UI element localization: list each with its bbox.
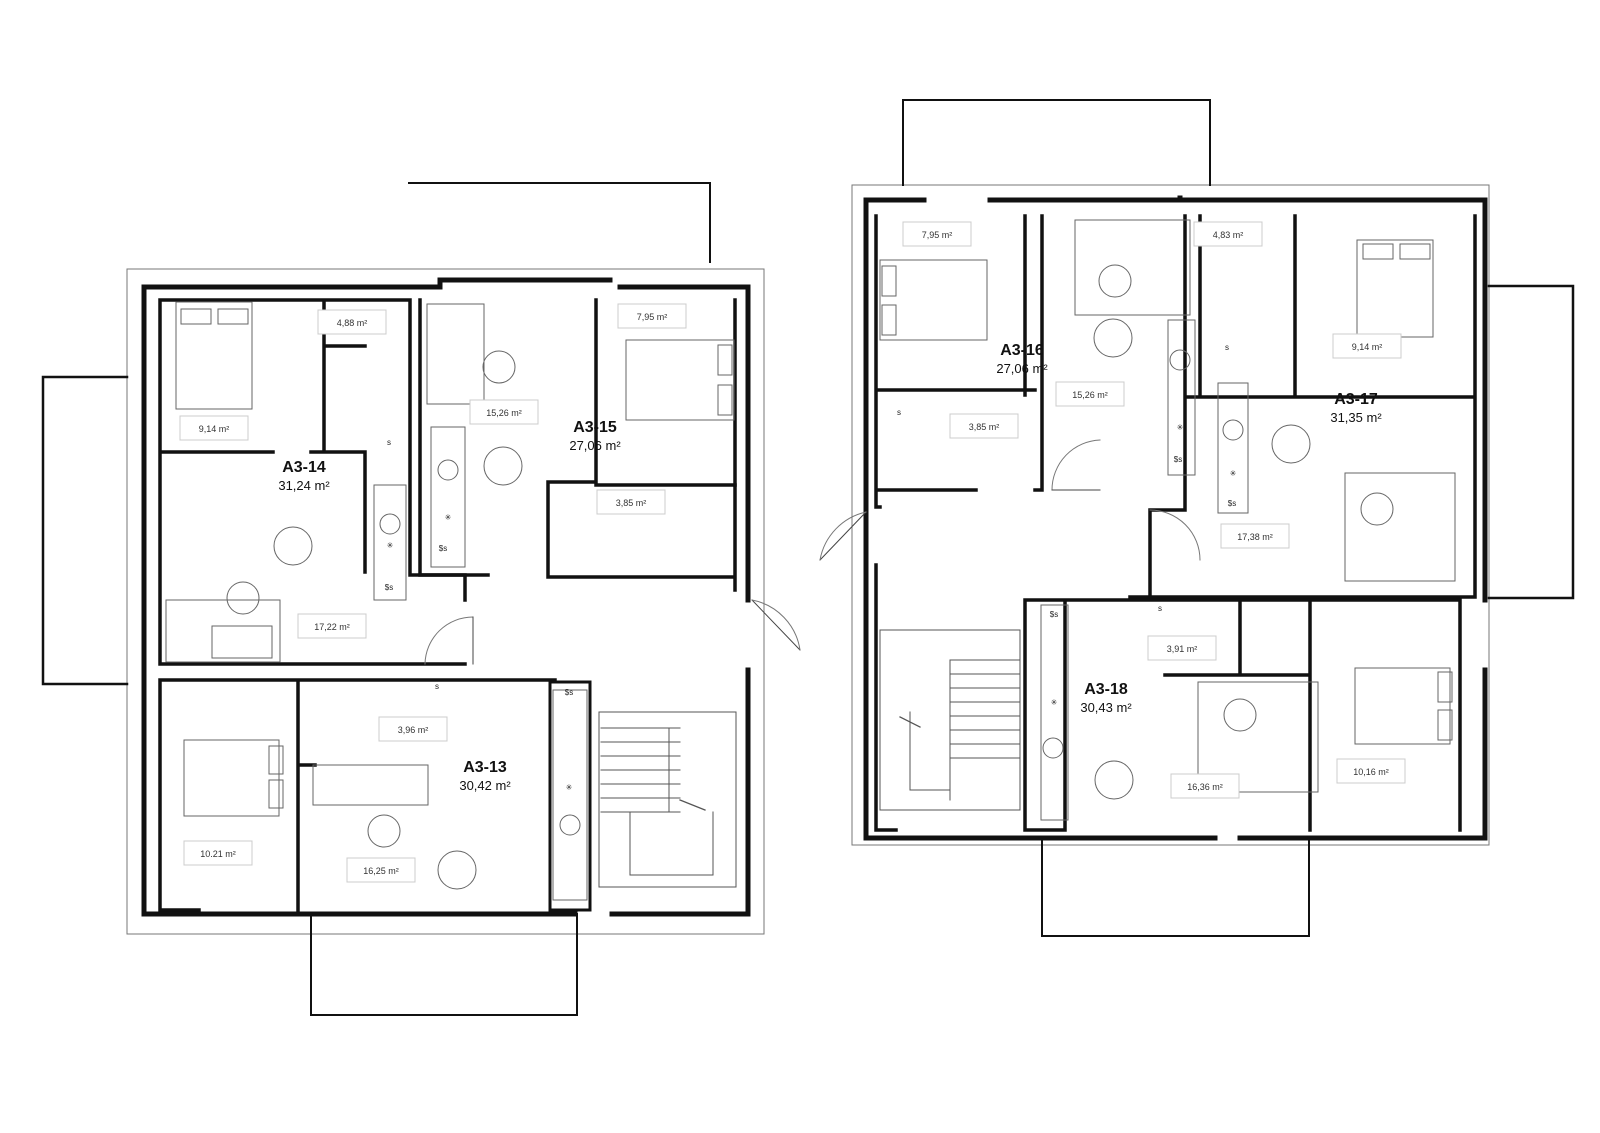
fridge-symbol: $s [385, 583, 393, 592]
fridge-symbol: $s [439, 544, 447, 553]
hob-symbol: ✳ [445, 513, 452, 522]
hob-symbol: ✳ [1051, 698, 1058, 707]
unit-area: 27,06 m² [569, 438, 621, 453]
room-area-label: 10,16 m² [1336, 758, 1406, 784]
room-area-label: 4,83 m² [1193, 221, 1263, 247]
sink-symbol: s [897, 408, 901, 417]
unit-area: 30,43 m² [1080, 700, 1132, 715]
svg-text:3,91 m²: 3,91 m² [1167, 644, 1198, 654]
sink-symbol: s [1158, 604, 1162, 613]
furniture [165, 219, 1456, 901]
svg-text:4,83 m²: 4,83 m² [1213, 230, 1244, 240]
svg-text:17,22 m²: 17,22 m² [314, 622, 350, 632]
room-area-label: 7,95 m² [617, 303, 687, 329]
svg-text:15,26 m²: 15,26 m² [1072, 390, 1108, 400]
room-area-label: 15,26 m² [469, 399, 539, 425]
svg-text:3,96 m²: 3,96 m² [398, 725, 429, 735]
svg-text:7,95 m²: 7,95 m² [922, 230, 953, 240]
room-area-label: 10.21 m² [183, 840, 253, 866]
room-area-label: 16,25 m² [346, 857, 416, 883]
room-area-label: 9,14 m² [1332, 333, 1402, 359]
hob-symbol: ✳ [1177, 423, 1184, 432]
unit-label: A3-16 [1000, 342, 1044, 359]
room-area-label: 17,38 m² [1220, 523, 1290, 549]
unit-label: A3-14 [282, 459, 326, 476]
hob-symbol: ✳ [1230, 469, 1237, 478]
hob-symbol: ✳ [566, 783, 573, 792]
room-area-label: 3,91 m² [1147, 635, 1217, 661]
svg-text:15,26 m²: 15,26 m² [486, 408, 522, 418]
hob-symbol: ✳ [387, 541, 394, 550]
unit-area: 31,35 m² [1330, 410, 1382, 425]
sink-symbol: s [435, 682, 439, 691]
fridge-symbol: $s [1228, 499, 1236, 508]
svg-text:16,25 m²: 16,25 m² [363, 866, 399, 876]
unit-area: 31,24 m² [278, 478, 330, 493]
svg-text:3,85 m²: 3,85 m² [969, 422, 1000, 432]
room-area-label: 16,36 m² [1170, 773, 1240, 799]
unit-label: A3-18 [1084, 681, 1128, 698]
svg-text:17,38 m²: 17,38 m² [1237, 532, 1273, 542]
unit-label: A3-13 [463, 759, 507, 776]
fridge-symbol: $s [1174, 455, 1182, 464]
room-area-label: 7,95 m² [902, 221, 972, 247]
svg-text:16,36 m²: 16,36 m² [1187, 782, 1223, 792]
room-area-label: 3,96 m² [378, 716, 448, 742]
svg-text:10.21 m²: 10.21 m² [200, 849, 236, 859]
unit-label: A3-15 [573, 419, 617, 436]
room-area-label: 9,14 m² [179, 415, 249, 441]
svg-text:7,95 m²: 7,95 m² [637, 312, 668, 322]
svg-text:10,16 m²: 10,16 m² [1353, 767, 1389, 777]
sink-symbol: s [1225, 343, 1229, 352]
unit-area: 27,06 m² [996, 361, 1048, 376]
unit-label: A3-17 [1334, 391, 1378, 408]
room-area-label: 4,88 m² [317, 309, 387, 335]
fridge-symbol: $s [565, 688, 573, 697]
svg-text:9,14 m²: 9,14 m² [1352, 342, 1383, 352]
svg-text:3,85 m²: 3,85 m² [616, 498, 647, 508]
labels-layer: A3-14 31,24 m² A3-15 27,06 m² A3-13 30,42 m² A… [179, 221, 1406, 883]
room-area-label: 17,22 m² [297, 613, 367, 639]
room-area-label: 3,85 m² [949, 413, 1019, 439]
room-area-label: 15,26 m² [1055, 381, 1125, 407]
fridge-symbol: $s [1050, 610, 1058, 619]
room-area-label: 3,85 m² [596, 489, 666, 515]
svg-text:4,88 m²: 4,88 m² [337, 318, 368, 328]
walls [41, 99, 1575, 1016]
svg-text:9,14 m²: 9,14 m² [199, 424, 230, 434]
sink-symbol: s [387, 438, 391, 447]
unit-area: 30,42 m² [459, 778, 511, 793]
